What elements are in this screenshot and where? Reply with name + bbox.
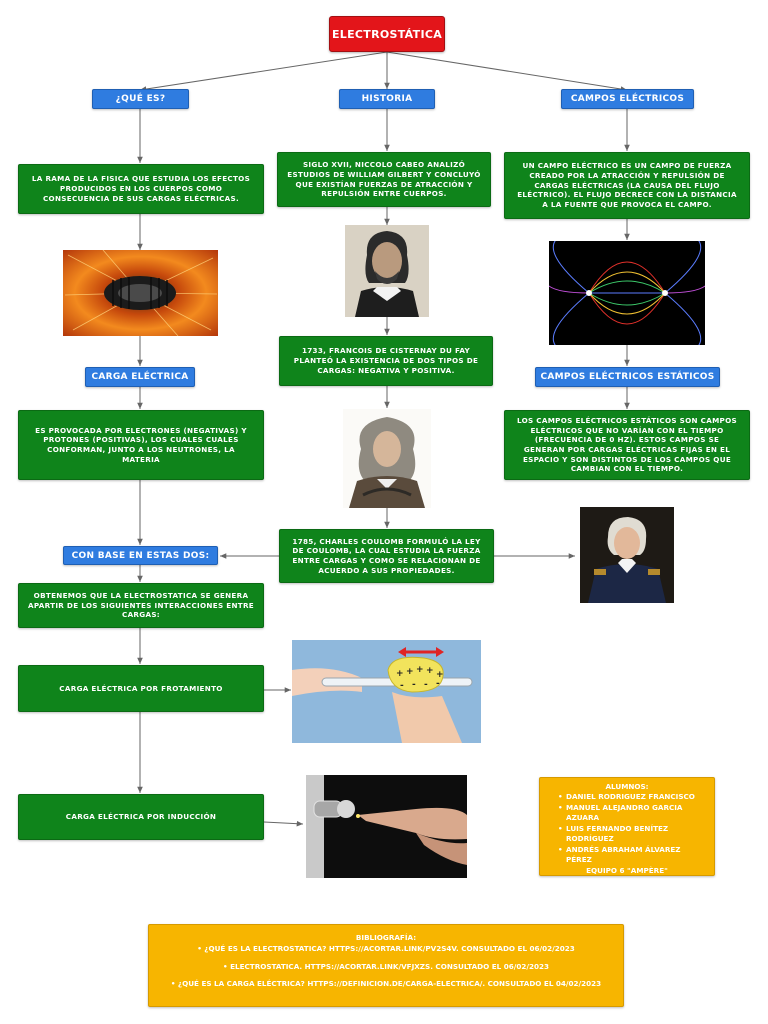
bibliography-entry: • ¿QUÉ ES LA ELECTROSTATICA? HTTPS://ACO… [197, 944, 575, 954]
con-base-text: OBTENEMOS QUE LA ELECTROSTATICA SE GENER… [18, 583, 264, 628]
authors-heading: ALUMNOS: [605, 782, 649, 791]
authors-list: DANIEL RODRIGUEZ FRANCISCO MANUEL ALEJAN… [548, 792, 706, 865]
minus-sign: - [424, 680, 428, 690]
coulomb-portrait [580, 507, 674, 603]
induction-image [306, 775, 467, 878]
plus-sign: + [416, 665, 424, 675]
bibliography-entry: • ELECTROSTATICA. HTTPS://ACORTAR.LINK/V… [223, 961, 549, 971]
authors-box: ALUMNOS: DANIEL RODRIGUEZ FRANCISCO MANU… [539, 777, 715, 876]
historia-1: SIGLO XVII, NICCOLO CABEO ANALIZÓ ESTUDI… [277, 152, 491, 207]
plus-sign: + [396, 669, 404, 679]
carga-electrica-label: CARGA ELÉCTRICA [85, 367, 195, 387]
frotamiento-box: CARGA ELÉCTRICA POR FROTAMIENTO [18, 665, 264, 712]
que-es-definition: LA RAMA DE LA FISICA QUE ESTUDIA LOS EFE… [18, 164, 264, 214]
campos-estaticos-text: LOS CAMPOS ELÉCTRICOS ESTÁTICOS SON CAMP… [504, 410, 750, 480]
plus-sign: + [436, 670, 444, 680]
field-lines-image [549, 241, 705, 345]
title-node: ELECTROSTÁTICA [329, 16, 445, 52]
author-item: ANDRÉS ABRAHAM ÁLVAREZ PÉREZ [558, 845, 706, 866]
branch-que-es: ¿QUÉ ES? [92, 89, 189, 109]
du-fay-portrait [343, 409, 431, 508]
minus-sign: - [412, 680, 416, 690]
minus-sign: - [436, 679, 440, 689]
author-item: MANUEL ALEJANDRO GARCIA AZUARA [558, 803, 706, 824]
double-arrow-icon [398, 647, 444, 657]
plus-sign: + [406, 667, 414, 677]
team-name: EQUIPO 6 "AMPÈRE" [586, 865, 668, 875]
campos-definition: UN CAMPO ELÉCTRICO ES UN CAMPO DE FUERZA… [504, 152, 750, 219]
plus-sign: + [426, 666, 434, 676]
friction-image: + + + + + - - - - [292, 640, 481, 743]
branch-historia: HISTORIA [339, 89, 435, 109]
bibliography-heading: BIBLIOGRAFÍA: [355, 933, 417, 942]
historia-3: 1785, CHARLES COULOMB FORMULÓ LA LEY DE … [279, 529, 494, 583]
charge-image [63, 250, 218, 336]
author-item: DANIEL RODRIGUEZ FRANCISCO [558, 792, 706, 803]
induccion-box: CARGA ELÉCTRICA POR INDUCCIÓN [18, 794, 264, 840]
minus-sign: - [400, 681, 404, 691]
bibliography-box: BIBLIOGRAFÍA: • ¿QUÉ ES LA ELECTROSTATIC… [148, 924, 624, 1007]
author-item: LUIS FERNANDO BENÍTEZ RODRÍGUEZ [558, 824, 706, 845]
branch-campos-electricos: CAMPOS ELÉCTRICOS [561, 89, 694, 109]
carga-electrica-text: ES PROVOCADA POR ELECTRONES (NEGATIVAS) … [18, 410, 264, 480]
cabeo-portrait [345, 225, 429, 317]
historia-2: 1733, FRANCOIS DE CISTERNAY DU FAY PLANT… [279, 336, 493, 386]
campos-estaticos-label: CAMPOS ELÉCTRICOS ESTÁTICOS [535, 367, 720, 387]
con-base-label: CON BASE EN ESTAS DOS: [63, 546, 218, 565]
bibliography-entry: • ¿QUÉ ES LA CARGA ELÉCTRICA? HTTPS://DE… [170, 979, 602, 989]
